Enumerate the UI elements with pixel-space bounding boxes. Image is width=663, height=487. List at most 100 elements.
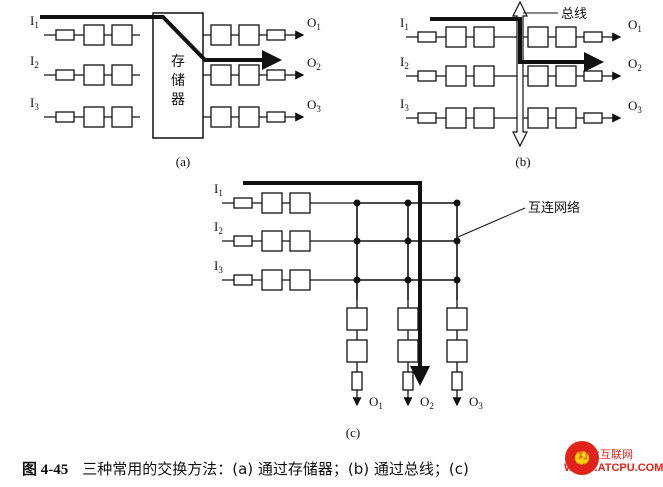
panel-c-output-small-box-2: [402, 371, 414, 391]
panel-b-output-box-2-a: [527, 65, 549, 87]
panel-b-input-small-box-2: [417, 70, 437, 82]
panel-c-output-box-3-a: [446, 307, 468, 331]
watermark-logo-icon: [565, 441, 599, 475]
panel-a-input-small-box-2: [55, 69, 75, 81]
panel-c-input-small-box-3: [233, 274, 253, 286]
panel-a-output-small-box-3: [266, 111, 286, 123]
panel-a-output-small-box-2: [266, 69, 286, 81]
panel-b-input-box-2-b: [473, 65, 495, 87]
panel-c-input-small-box-1: [233, 197, 253, 209]
watermark-url: WWW.ATCPU.COM: [564, 462, 663, 474]
panel-c-input-box-3-b: [289, 269, 311, 291]
panel-a-output-box-2-b: [238, 64, 260, 86]
crosspoint-1-1: [353, 199, 361, 207]
panel-c-output-box-1-a: [346, 307, 368, 331]
panel-b-tag: (b): [515, 154, 530, 169]
memory-label-char-3: 器: [171, 92, 185, 108]
panel-b-input-box-1-b: [473, 26, 495, 48]
crosspoint-2-3: [453, 237, 461, 245]
panel-b-output-box-1-b: [555, 26, 577, 48]
panel-b-output-small-box-3: [583, 112, 603, 124]
panel-c-input-label-3: I3: [214, 258, 223, 275]
panel-a-input-box-2-b: [111, 64, 133, 86]
panel-b-input-box-2-a: [445, 65, 467, 87]
panel-a-output-box-3-a: [210, 106, 232, 128]
panel-c-input-box-2-b: [289, 230, 311, 252]
figure-caption: 图 4-45 三种常用的交换方法：(a) 通过存储器；(b) 通过总线；(c): [22, 458, 469, 479]
panel-c-output-ports: O1 O2 O3: [346, 300, 483, 411]
panel-a-input-box-1-b: [111, 24, 133, 46]
panel-c-output-small-box-1: [351, 371, 363, 391]
panel-a-input-label-1: I1: [30, 13, 39, 30]
panel-a-output-label-3: O3: [307, 97, 321, 114]
figure-number: 图 4-45: [22, 462, 69, 478]
crosspoint-3-2: [404, 276, 412, 284]
panel-c-output-label-2: O2: [420, 394, 434, 411]
panel-c-input-box-1-b: [289, 192, 311, 214]
panel-a-output-box-3-b: [238, 106, 260, 128]
bus-label: 总线: [561, 7, 587, 22]
panel-c-output-label-1: O1: [369, 394, 383, 411]
panel-b-output-box-3-a: [527, 107, 549, 129]
panel-a-input-label-2: I2: [30, 53, 39, 70]
panel-a-output-label-1: O1: [307, 15, 321, 32]
panel-c-path-arrow: [243, 181, 430, 386]
panel-b-output-label-2: O2: [628, 56, 642, 73]
panel-b-input-label-3: I3: [400, 96, 409, 113]
panel-b-output-box-1-a: [527, 26, 549, 48]
watermark-name: 灯火互联网: [578, 448, 633, 461]
crosspoint-2-2: [404, 237, 412, 245]
panel-c-output-small-box-3: [451, 371, 463, 391]
panel-b-input-label-2: I2: [400, 54, 409, 71]
panel-a-input-box-3-a: [83, 106, 105, 128]
panel-c-input-small-box-2: [233, 235, 253, 247]
panel-a-output-label-2: O2: [307, 55, 321, 72]
network-label: 互连网络: [528, 200, 580, 216]
panel-b-input-box-3-b: [473, 107, 495, 129]
panel-b-output-label-1: O1: [628, 17, 642, 34]
panel-c-input-box-2-a: [261, 230, 283, 252]
bus-double-arrow: [512, 0, 528, 148]
panel-b-output-box-2-b: [555, 65, 577, 87]
watermark: 灯火互联网 WWW.ATCPU.COM: [520, 430, 663, 485]
panel-b-input-small-box-3: [417, 112, 437, 124]
panel-a-input-box-3-b: [111, 106, 133, 128]
crosspoint-3-3: [453, 276, 461, 284]
panel-a-input-box-2-a: [83, 64, 105, 86]
panel-c-input-box-1-a: [261, 192, 283, 214]
panel-c-output-box-2-b: [397, 339, 419, 363]
panel-a-output-box-1-a: [210, 24, 232, 46]
panel-a-input-label-3: I3: [30, 95, 39, 112]
panel-b-input-small-box-1: [417, 31, 437, 43]
interconnection-grid: [353, 199, 461, 300]
panel-c-input-label-2: I2: [214, 219, 223, 236]
panel-a-output-box-2-a: [210, 64, 232, 86]
caption-text: 三种常用的交换方法：(a) 通过存储器；(b) 通过总线；(c): [82, 460, 469, 478]
panel-c-output-box-1-b: [346, 339, 368, 363]
panel-c-input-box-3-a: [261, 269, 283, 291]
crosspoint-3-1: [353, 276, 361, 284]
crosspoint-1-2: [404, 199, 412, 207]
panel-a-output-box-1-b: [238, 24, 260, 46]
panel-b-output-small-box-1: [583, 31, 603, 43]
panel-b-input-box-3-a: [445, 107, 467, 129]
crosspoint-2-1: [353, 237, 361, 245]
network-label-leader: [457, 207, 526, 238]
panel-c-output-label-3: O3: [469, 394, 483, 411]
panel-b-input-label-1: I1: [400, 15, 409, 32]
panel-a-input-small-box-3: [55, 111, 75, 123]
crosspoint-1-3: [453, 199, 461, 207]
panel-a-path-arrow: [40, 15, 282, 70]
panel-c-output-box-3-b: [446, 339, 468, 363]
panel-b-path-arrow: [430, 17, 604, 72]
panel-b-output-box-3-b: [555, 107, 577, 129]
panel-b-output-label-3: O3: [628, 98, 642, 115]
